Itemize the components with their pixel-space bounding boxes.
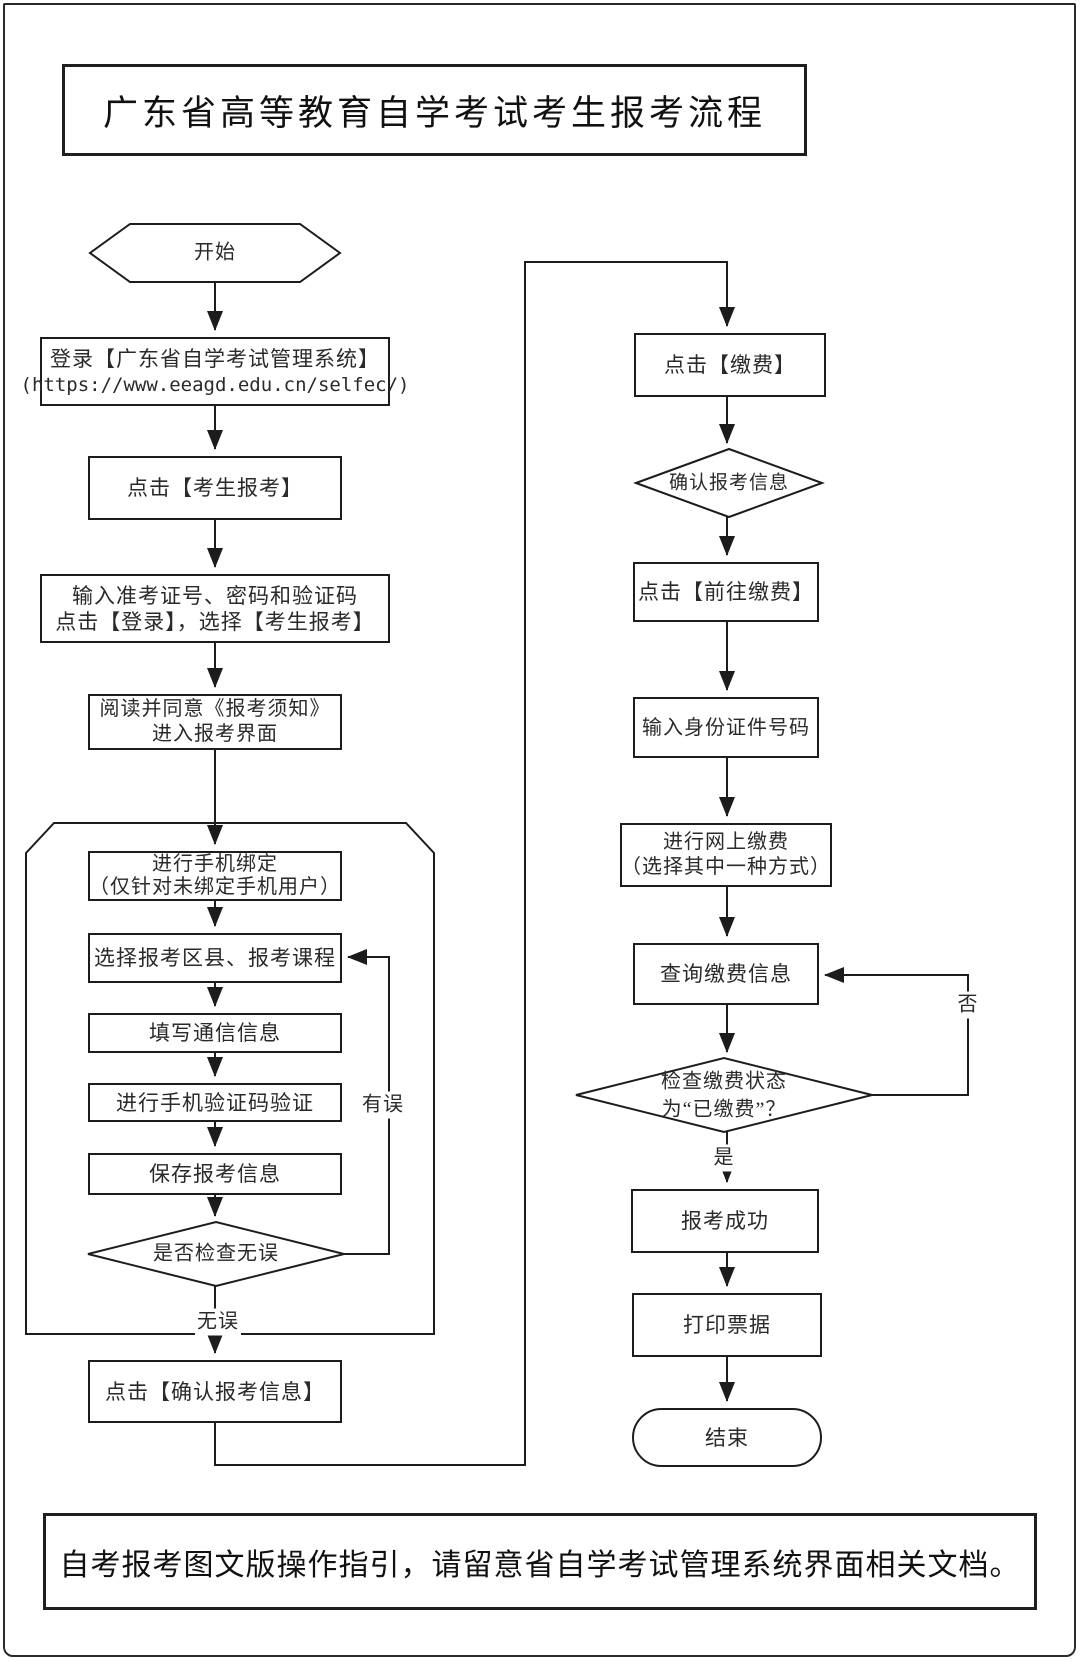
node-save-register-info-label: 保存报考信息 [149,1162,281,1186]
decision-check-paid-line2: 为“已缴费”？ [661,1098,787,1121]
subprocess-container [25,822,435,1335]
node-query-payment-info: 查询缴费信息 [633,943,819,1005]
node-select-district-courses: 选择报考区县、报考课程 [88,933,342,983]
node-enter-credentials-line2: 点击【登录】，选择【考生报考】 [55,609,375,634]
footer-note: 自考报考图文版操作指引，请留意省自学考试管理系统界面相关文档。 [43,1513,1037,1610]
node-bind-phone-line1: 进行手机绑定 [152,853,278,875]
node-bind-phone-line2: （仅针对未绑定手机用户） [89,876,341,898]
decision-check-paid [575,1056,873,1134]
decision-check-paid-line1: 检查缴费状态 [661,1070,787,1093]
node-online-payment: 进行网上缴费 （选择其中一种方式） [620,823,832,887]
node-enter-credentials: 输入准考证号、密码和验证码 点击【登录】，选择【考生报考】 [40,574,390,643]
node-fill-contact-info: 填写通信信息 [88,1013,342,1053]
edge-label-no: 否 [955,991,981,1019]
decision-confirm-reg-info [633,447,825,519]
node-go-to-pay: 点击【前往缴费】 [633,562,819,622]
node-bind-phone: 进行手机绑定 （仅针对未绑定手机用户） [88,851,342,901]
node-read-notice-line1: 阅读并同意《报考须知》 [99,698,331,720]
node-end-label: 结束 [705,1425,749,1450]
node-login-line1: 登录【广东省自学考试管理系统】 [50,346,380,371]
node-read-notice: 阅读并同意《报考须知》 进入报考界面 [88,694,342,750]
node-click-pay: 点击【缴费】 [634,333,826,397]
node-online-payment-line2: （选择其中一种方式） [621,856,831,878]
decision-confirm-reg-info-label: 确认报考信息 [668,472,790,494]
node-login: 登录【广东省自学考试管理系统】 (https://www.eeagd.edu.c… [21,337,409,406]
node-enter-id-number-label: 输入身份证件号码 [642,716,810,739]
node-enter-id-number: 输入身份证件号码 [633,697,819,758]
node-select-district-courses-label: 选择报考区县、报考课程 [94,946,336,970]
edge-label-yes: 是 [711,1144,737,1172]
edge-label-no-error: 无误 [195,1308,241,1336]
node-read-notice-line2: 进入报考界面 [152,723,278,745]
decision-check-no-error [87,1220,345,1288]
node-fill-contact-info-label: 填写通信信息 [149,1021,281,1045]
node-confirm-register-info: 点击【确认报考信息】 [88,1360,342,1423]
node-login-url: (https://www.eeagd.edu.cn/selfec/) [20,373,410,396]
page-title: 广东省高等教育自学考试考生报考流程 [62,64,807,156]
node-query-payment-info-label: 查询缴费信息 [660,962,792,986]
start-hexagon [88,223,342,283]
decision-check-no-error-label: 是否检查无误 [153,1242,279,1265]
node-go-to-pay-label: 点击【前往缴费】 [638,580,814,604]
node-confirm-register-info-label: 点击【确认报考信息】 [105,1379,325,1404]
node-enter-credentials-line1: 输入准考证号、密码和验证码 [72,583,358,608]
node-save-register-info: 保存报考信息 [88,1153,342,1195]
node-print-receipt-label: 打印票据 [683,1313,771,1337]
start-label: 开始 [194,241,236,264]
edge-label-has-error: 有误 [360,1091,406,1119]
node-register-success-label: 报考成功 [681,1209,769,1233]
node-sms-code-verify-label: 进行手机验证码验证 [116,1090,314,1115]
node-click-pay-label: 点击【缴费】 [664,353,796,377]
node-print-receipt: 打印票据 [632,1293,822,1357]
node-register-success: 报考成功 [631,1189,819,1253]
node-end: 结束 [632,1408,822,1467]
node-online-payment-line1: 进行网上缴费 [663,831,789,853]
node-click-candidate-register-label: 点击【考生报考】 [127,476,303,500]
node-click-candidate-register: 点击【考生报考】 [88,456,342,520]
node-sms-code-verify: 进行手机验证码验证 [88,1083,342,1122]
